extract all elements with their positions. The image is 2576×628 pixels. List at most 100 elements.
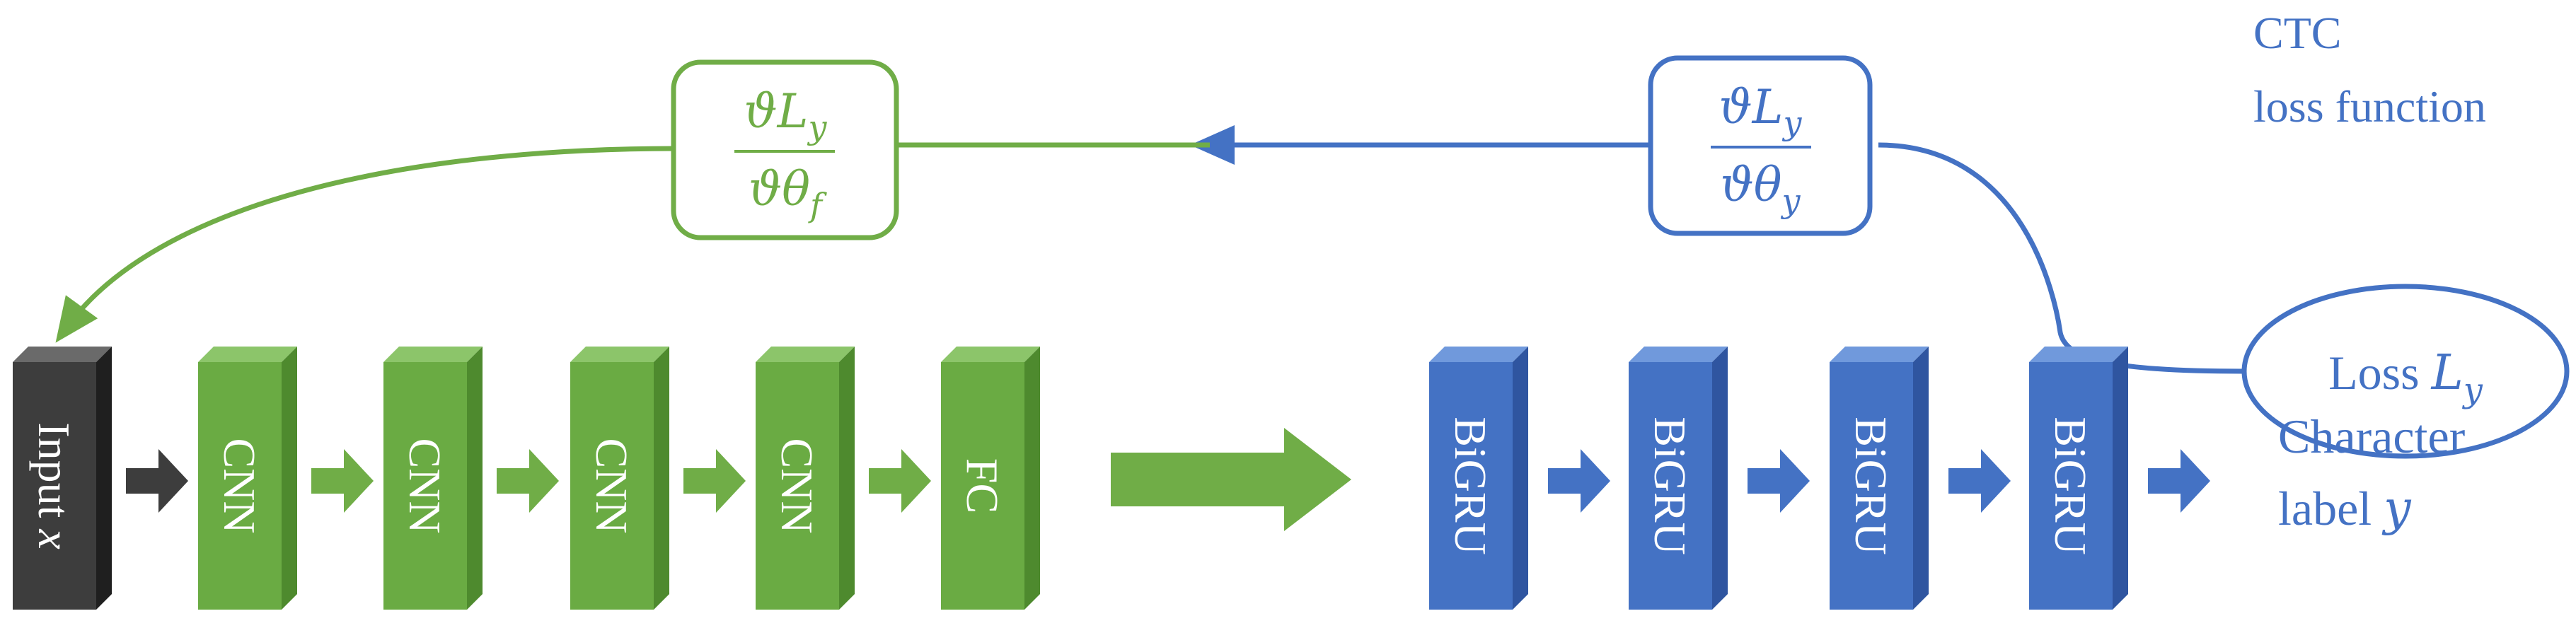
green-block-1-label-group: CNN — [215, 438, 265, 533]
ctc-label-line1: CTC — [2253, 8, 2341, 58]
input-block-side-face — [96, 347, 112, 610]
blue-block-3-front-face — [1830, 362, 1913, 610]
grad-y-denominator-sub: y — [1780, 182, 1801, 220]
blue-block-2-top-face — [1629, 347, 1728, 362]
green-block-2-label: CNN — [400, 438, 451, 533]
blue-block-3: BiGRU — [1830, 347, 1929, 610]
blue-block-4-side-face — [2113, 347, 2128, 610]
green-block-4-label-group: CNN — [773, 438, 823, 533]
blue-block-4: BiGRU — [2029, 347, 2128, 610]
green-block-5-side-face — [1024, 347, 1040, 610]
green-block-4: CNN — [756, 347, 855, 610]
green-block-3-label-group: CNN — [587, 438, 637, 533]
ctc-label: CTC loss function — [2253, 8, 2486, 132]
green-arrow-4 — [869, 449, 931, 513]
input-block-label: Input — [30, 422, 80, 529]
green-block-5-top-face — [941, 347, 1040, 362]
blue-block-2-side-face — [1712, 347, 1728, 610]
blue-block-2: BiGRU — [1629, 347, 1728, 610]
green-block-5-label-group: FC — [958, 458, 1008, 513]
grad-f-numerator: ϑL — [744, 84, 808, 139]
green-block-5: FC — [941, 347, 1040, 610]
grad-y-denominator: ϑθ — [1721, 158, 1782, 212]
ctc-label-line2: loss function — [2253, 81, 2486, 132]
output-label-var: y — [2381, 481, 2412, 537]
grad-y-numerator: ϑL — [1719, 80, 1783, 134]
green-block-3-top-face — [570, 347, 669, 362]
green-block-2-top-face — [383, 347, 483, 362]
blue-block-2-label: BiGRU — [1646, 417, 1696, 555]
green-arrow-3 — [683, 449, 746, 513]
loss-var: L — [2430, 345, 2464, 401]
blue-block-1-label-group: BiGRU — [1446, 417, 1496, 555]
loss-ellipse-shape — [2241, 284, 2570, 459]
green-block-5-front-face — [941, 362, 1024, 610]
blue-block-4-top-face — [2029, 347, 2128, 362]
green-block-1: CNN — [198, 347, 297, 610]
loss-ellipse: Loss Ly — [2241, 284, 2570, 459]
blue-arrow-4 — [2148, 449, 2210, 513]
green-block-2: CNN — [383, 347, 483, 610]
green-block-2-label-group: CNN — [400, 438, 451, 533]
blue-block-1-label: BiGRU — [1446, 417, 1496, 555]
green-block-1-side-face — [282, 347, 297, 610]
loss-text: Loss — [2328, 346, 2431, 400]
grad-y-numerator-sub: y — [1782, 104, 1803, 142]
blue-block-1-front-face — [1429, 362, 1513, 610]
blue-block-1-side-face — [1513, 347, 1528, 610]
blue-block-3-top-face — [1830, 347, 1929, 362]
blue-block-4-label: BiGRU — [2046, 417, 2096, 555]
green-block-1-top-face — [198, 347, 297, 362]
green-block-2-front-face — [383, 362, 467, 610]
input-block-top-face — [13, 347, 112, 362]
green-block-5-label: FC — [958, 458, 1008, 513]
green-block-2-side-face — [467, 347, 483, 610]
output-label: Character label y — [2278, 409, 2477, 537]
grad-f-denominator: ϑθ — [749, 162, 810, 216]
green-arrow-1 — [311, 449, 374, 513]
input-arrow — [126, 449, 188, 513]
svg-text:ϑLy: ϑLy — [744, 84, 827, 146]
input-block-front-face — [13, 362, 96, 610]
svg-text:Loss Ly: Loss Ly — [2328, 345, 2483, 410]
green-block-3-side-face — [654, 347, 669, 610]
blue-block-3-side-face — [1913, 347, 1929, 610]
green-arrow-2 — [497, 449, 559, 513]
blue-block-2-label-group: BiGRU — [1646, 417, 1696, 555]
grad-f-numerator-sub: y — [807, 108, 828, 146]
green-block-4-side-face — [839, 347, 855, 610]
output-label-line1: Character — [2278, 409, 2466, 463]
green-block-3: CNN — [570, 347, 669, 610]
green-block-4-label: CNN — [773, 438, 823, 533]
blue-block-3-label: BiGRU — [1847, 417, 1897, 555]
svg-text:ϑLy: ϑLy — [1719, 80, 1802, 142]
output-label-line2: label — [2278, 482, 2384, 535]
gradient-box-feature: ϑLy ϑθf — [671, 59, 899, 240]
svg-text:ϑθy: ϑθy — [1721, 158, 1801, 220]
blocks-layer: Input x CNN CNN CNN CNN FC BiGRU BiGRU BiGRU BiGR… — [13, 347, 2210, 610]
blue-block-3-label-group: BiGRU — [1847, 417, 1897, 555]
green-block-4-front-face — [756, 362, 839, 610]
input-block: Input x — [13, 347, 112, 610]
green-gradient-arrow — [55, 146, 676, 343]
input-block-label-group: Input x — [30, 422, 80, 550]
blue-arrow-3 — [1948, 449, 2011, 513]
green-block-3-label: CNN — [587, 438, 637, 533]
blue-block-4-label-group: BiGRU — [2046, 417, 2096, 555]
transition-arrow — [1111, 428, 1351, 531]
blue-arrow-1 — [1548, 449, 1610, 513]
gradient-box-sequence: ϑLy ϑθy — [1648, 55, 1873, 236]
blue-gradient-line — [1878, 142, 2245, 374]
loss-var-sub: y — [2462, 371, 2483, 410]
blue-block-1: BiGRU — [1429, 347, 1528, 610]
blue-block-1-top-face — [1429, 347, 1528, 362]
green-block-1-front-face — [198, 362, 282, 610]
blue-arrow-2 — [1748, 449, 1810, 513]
input-block-label-var: x — [30, 528, 80, 549]
green-block-1-label: CNN — [215, 438, 265, 533]
green-block-3-front-face — [570, 362, 654, 610]
blue-block-2-front-face — [1629, 362, 1712, 610]
blue-block-4-front-face — [2029, 362, 2113, 610]
green-block-4-top-face — [756, 347, 855, 362]
